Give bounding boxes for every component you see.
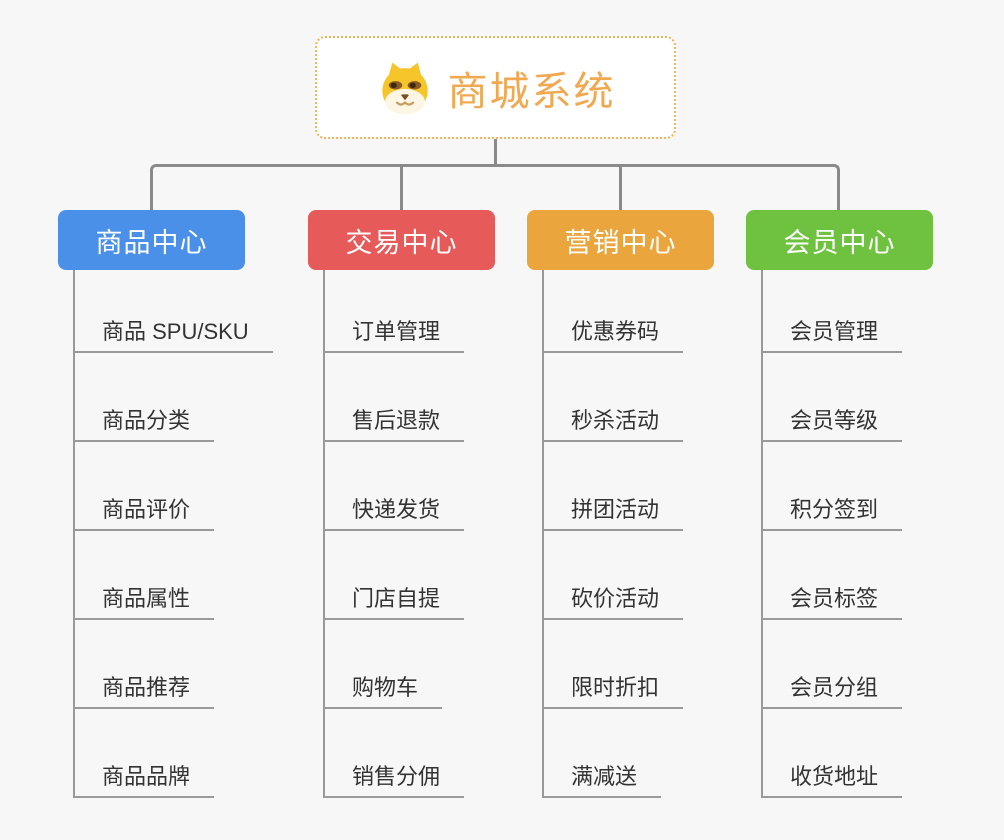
branch-member-center: 会员中心 会员管理 会员等级 积分签到 会员标签 会员分组 收货地址	[746, 210, 976, 798]
leaf-node[interactable]: 会员管理	[763, 270, 903, 353]
leaf-node[interactable]: 会员等级	[763, 353, 903, 442]
leaf-node[interactable]: 限时折扣	[544, 620, 684, 709]
leaf-label: 售后退款	[352, 408, 441, 433]
leaf-node[interactable]: 秒杀活动	[544, 353, 684, 442]
leaf-label: 订单管理	[352, 319, 441, 344]
branch-header-trade-center[interactable]: 交易中心	[308, 210, 495, 270]
root-connector-line	[494, 139, 497, 167]
leaf-label: 满减送	[571, 764, 638, 789]
leaf-label: 销售分佣	[352, 764, 441, 789]
branch-label: 商品中心	[95, 227, 208, 258]
branch-header-product-center[interactable]: 商品中心	[58, 210, 245, 270]
branch-children: 优惠券码 秒杀活动 拼团活动 砍价活动 限时折扣 满减送	[542, 270, 684, 798]
leaf-node[interactable]: 订单管理	[325, 270, 465, 353]
leaf-label: 门店自提	[352, 586, 441, 611]
branch-children: 订单管理 售后退款 快递发货 门店自提 购物车 销售分佣	[323, 270, 465, 798]
leaf-label: 会员管理	[790, 319, 879, 344]
leaf-node[interactable]: 拼团活动	[544, 442, 684, 531]
branch-product-center: 商品中心 商品 SPU/SKU 商品分类 商品评价 商品属性 商品推荐 商品品牌	[58, 210, 288, 798]
branch-label: 交易中心	[345, 227, 458, 258]
leaf-node[interactable]: 快递发货	[325, 442, 465, 531]
leaf-label: 优惠券码	[571, 319, 660, 344]
leaf-label: 拼团活动	[571, 497, 660, 522]
branch-connector-drop	[619, 164, 622, 210]
leaf-label: 会员等级	[790, 408, 879, 433]
branch-children: 商品 SPU/SKU 商品分类 商品评价 商品属性 商品推荐 商品品牌	[73, 270, 273, 798]
leaf-node[interactable]: 门店自提	[325, 531, 465, 620]
branch-marketing-center: 营销中心 优惠券码 秒杀活动 拼团活动 砍价活动 限时折扣 满减送	[527, 210, 757, 798]
leaf-label: 限时折扣	[571, 675, 660, 700]
leaf-node[interactable]: 商品品牌	[75, 709, 215, 798]
leaf-node[interactable]: 商品属性	[75, 531, 215, 620]
branch-header-member-center[interactable]: 会员中心	[746, 210, 933, 270]
leaf-node[interactable]: 砍价活动	[544, 531, 684, 620]
leaf-node[interactable]: 商品 SPU/SKU	[75, 270, 273, 353]
branch-header-marketing-center[interactable]: 营销中心	[527, 210, 714, 270]
leaf-node[interactable]: 积分签到	[763, 442, 903, 531]
branch-connector-drop	[400, 164, 403, 210]
branch-children: 会员管理 会员等级 积分签到 会员标签 会员分组 收货地址	[761, 270, 903, 798]
leaf-label: 商品分类	[102, 408, 191, 433]
root-node[interactable]: 商城系统	[315, 36, 676, 139]
branch-label: 营销中心	[564, 227, 677, 258]
leaf-label: 商品评价	[102, 497, 191, 522]
leaf-label: 收货地址	[790, 764, 879, 789]
leaf-label: 商品推荐	[102, 675, 191, 700]
leaf-node[interactable]: 会员标签	[763, 531, 903, 620]
root-title: 商城系统	[447, 69, 616, 114]
branch-connector-bus	[150, 164, 840, 210]
leaf-label: 砍价活动	[571, 586, 660, 611]
leaf-node[interactable]: 商品评价	[75, 442, 215, 531]
leaf-node[interactable]: 会员分组	[763, 620, 903, 709]
branch-label: 会员中心	[783, 227, 896, 258]
leaf-label: 积分签到	[790, 497, 879, 522]
leaf-node[interactable]: 销售分佣	[325, 709, 465, 798]
leaf-label: 商品 SPU/SKU	[102, 319, 249, 344]
leaf-label: 会员分组	[790, 675, 879, 700]
leaf-label: 快递发货	[352, 497, 441, 522]
leaf-node[interactable]: 收货地址	[763, 709, 903, 798]
leaf-node[interactable]: 售后退款	[325, 353, 465, 442]
leaf-node[interactable]: 商品分类	[75, 353, 215, 442]
leaf-label: 商品属性	[102, 586, 191, 611]
leaf-node[interactable]: 购物车	[325, 620, 443, 709]
leaf-node[interactable]: 满减送	[544, 709, 662, 798]
leaf-node[interactable]: 优惠券码	[544, 270, 684, 353]
leaf-node[interactable]: 商品推荐	[75, 620, 215, 709]
leaf-label: 商品品牌	[102, 764, 191, 789]
shiba-dog-icon	[381, 62, 428, 114]
leaf-label: 会员标签	[790, 586, 879, 611]
branch-trade-center: 交易中心 订单管理 售后退款 快递发货 门店自提 购物车 销售分佣	[308, 210, 538, 798]
leaf-label: 秒杀活动	[571, 408, 660, 433]
leaf-label: 购物车	[352, 675, 419, 700]
